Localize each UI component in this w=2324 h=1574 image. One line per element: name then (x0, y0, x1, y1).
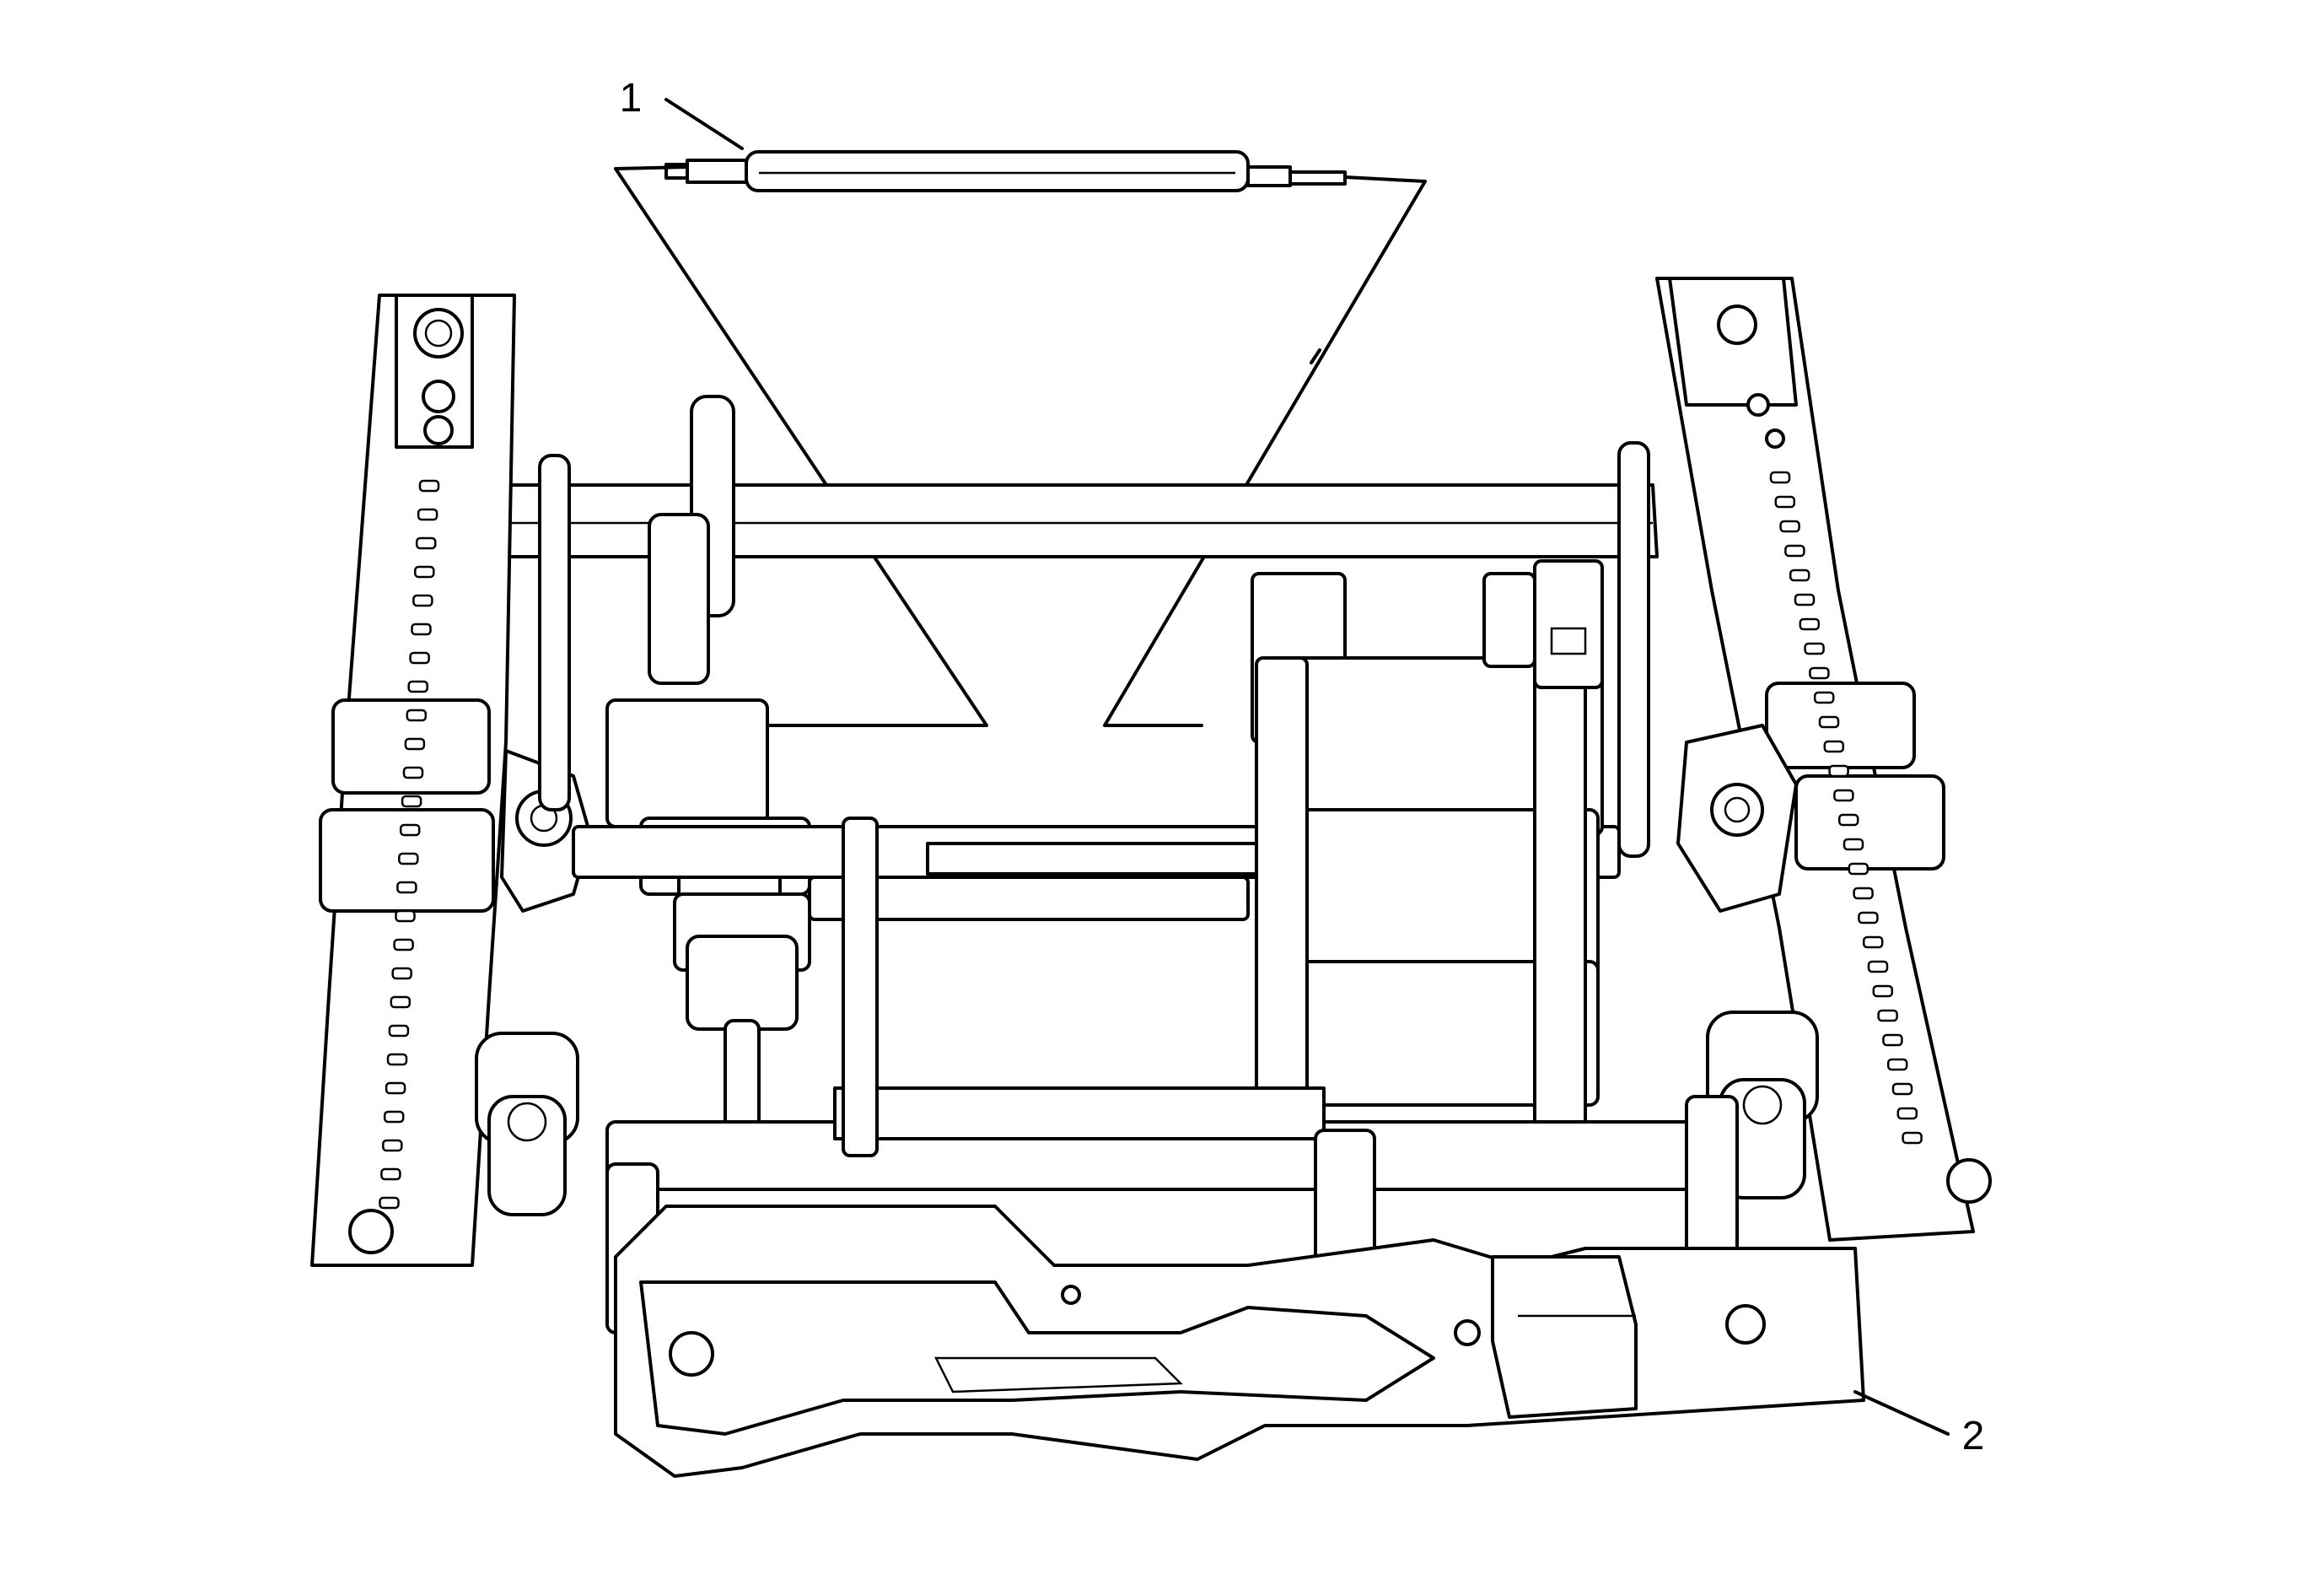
right-track-slot (1779, 520, 1800, 533)
right-seat-track (1655, 277, 1992, 1242)
leader-2 (1853, 1390, 1950, 1436)
left-track-slot (390, 995, 412, 1009)
motor-assembly (1251, 559, 1604, 1132)
right-track-slot (1902, 1131, 1923, 1145)
left-track-slot (398, 852, 419, 865)
right-track-slot (1882, 1033, 1903, 1047)
right-track-slot (1799, 617, 1821, 631)
left-track-slot (417, 508, 438, 521)
left-track-slot (406, 709, 428, 722)
left-track-slot (411, 623, 432, 636)
left-track-slot (404, 737, 426, 751)
right-track-slot (1833, 789, 1854, 802)
right-track-slot (1848, 862, 1869, 876)
left-track-slot (393, 938, 414, 951)
right-track-slot (1789, 569, 1810, 582)
right-track-slot (1809, 666, 1830, 680)
left-track-slot (379, 1196, 400, 1210)
left-track-slot (382, 1139, 403, 1152)
left-track-slot (386, 1053, 408, 1066)
right-track-slot (1837, 813, 1859, 827)
left-track-slot (409, 651, 430, 665)
right-track-slot (1823, 740, 1845, 753)
left-track-slot (399, 823, 421, 837)
right-track-slot (1774, 495, 1796, 509)
callout-2: 2 (1962, 1414, 1985, 1458)
right-track-slot (1877, 1009, 1898, 1022)
right-track-slot (1843, 838, 1864, 851)
left-pivot-bracket (500, 454, 592, 913)
left-track-slot (412, 594, 433, 607)
right-track-slot (1828, 764, 1849, 778)
right-track-slot (1896, 1107, 1918, 1120)
right-track-slot (1858, 911, 1879, 924)
left-track-slot (385, 1081, 406, 1095)
right-track-slot (1813, 691, 1835, 704)
left-track-slot (395, 909, 416, 923)
right-front-link (1685, 1011, 1819, 1284)
left-track-slot (380, 1167, 401, 1181)
left-track-slot (407, 680, 428, 693)
right-track-slot (1862, 935, 1884, 949)
leader-lines (664, 98, 1950, 1436)
projection-lines (614, 165, 1427, 727)
right-track-slot (1886, 1058, 1908, 1071)
leader-1 (664, 98, 744, 150)
left-track-slot (415, 536, 437, 550)
left-track-slot (418, 479, 440, 493)
front-cross-bar (605, 817, 1722, 1284)
base-plate (614, 1205, 1865, 1478)
left-track-slot (401, 795, 422, 808)
right-track-slot (1853, 887, 1874, 900)
right-track-slot (1794, 593, 1816, 606)
right-pivot-bracket (1617, 441, 1798, 913)
left-track-slot (388, 1024, 410, 1038)
right-track-slot (1818, 715, 1840, 729)
right-track-slot (1804, 642, 1825, 655)
detail-shaft (664, 150, 1347, 192)
right-track-slot (1867, 960, 1889, 973)
right-track-slot (1872, 984, 1894, 998)
left-track-slot (414, 565, 435, 579)
right-track-slot (1891, 1082, 1913, 1096)
right-track-slot (1769, 471, 1791, 484)
left-seat-track (310, 294, 516, 1267)
callout-1: 1 (620, 76, 643, 121)
left-track-slot (383, 1110, 405, 1124)
left-track-slot (402, 766, 424, 779)
left-track-slot (396, 881, 417, 894)
right-track-slot (1784, 544, 1805, 558)
left-track-slot (391, 967, 412, 980)
